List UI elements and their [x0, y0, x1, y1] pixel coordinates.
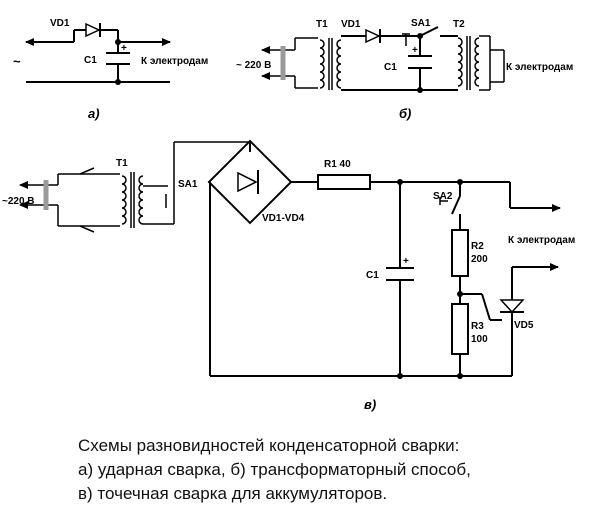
label-sa1-c: SA1 [178, 179, 198, 190]
label-out-b: К электродам [506, 62, 573, 73]
transformer-t1-b [319, 38, 342, 90]
diode-vd1-a [85, 22, 101, 38]
junction-dot [115, 79, 121, 85]
switch-sa2 [439, 195, 461, 215]
figure-caption: Схемы разновидностей конденсаторной свар… [78, 434, 578, 506]
junction-dot [457, 373, 463, 379]
label-supply-b: ~ 220 В [236, 60, 271, 71]
diode-vd1-b [365, 28, 381, 44]
label-sa2: SA2 [433, 191, 453, 202]
welding-schematics: VD1 C1 + ~ К электродам а) [2, 18, 575, 412]
junction-dot [457, 291, 463, 297]
transformer-t2-b [457, 36, 480, 90]
label-vd5: VD5 [514, 320, 534, 331]
junction-dot [397, 179, 403, 185]
wires-b-output [479, 35, 505, 91]
caption-c: в) [364, 397, 376, 412]
caption-line-3: в) точечная сварка для аккумуляторов. [78, 484, 388, 503]
plus-sign-c: + [403, 256, 409, 267]
wires-b [341, 35, 458, 91]
mains-switch [79, 167, 95, 175]
mains-input-c [19, 167, 120, 233]
label-vd1-b: VD1 [341, 19, 361, 30]
caption-line-2: а) ударная сварка, б) трансформаторный с… [78, 460, 471, 479]
label-t2-b: T2 [453, 19, 465, 30]
diagram-b: T1 VD1 SA1 T2 C1 + ~ 220 В К электродам … [236, 18, 573, 121]
wires-b-primary [261, 37, 318, 89]
junction-dot [417, 33, 423, 39]
value-r2: 200 [471, 254, 488, 265]
label-out-a: К электродам [141, 56, 208, 67]
value-r3: 100 [471, 334, 488, 345]
caption-a: а) [88, 106, 100, 121]
junction-dot [397, 373, 403, 379]
label-c1-a: C1 [84, 55, 97, 66]
label-r3: R3 [471, 321, 484, 332]
caption-b: б) [399, 106, 411, 121]
capacitor-c1-b [408, 55, 432, 69]
label-c1-b: C1 [384, 62, 397, 73]
switch-sa1-b [400, 26, 439, 46]
ac-symbol-a: ~ [13, 54, 21, 69]
diode-bridge-vd1-vd4 [207, 139, 293, 225]
label-t1-c: T1 [116, 158, 128, 169]
label-sa1-b: SA1 [411, 18, 431, 29]
plus-sign-a: + [121, 43, 127, 54]
caption-line-1: Схемы разновидностей конденсаторной свар… [78, 436, 460, 455]
label-bridge: VD1-VD4 [262, 213, 305, 224]
diagram-a: VD1 C1 + ~ К электродам а) [13, 18, 208, 121]
capacitor-c1-a [106, 52, 130, 65]
junction-dot [457, 179, 463, 185]
label-out-c: К электродам [508, 235, 575, 246]
capacitor-c1-c [386, 267, 414, 281]
thyristor-vd5 [499, 299, 525, 314]
switch-sa1-c [143, 141, 250, 225]
label-c1-c: C1 [366, 270, 379, 281]
wires-c [209, 142, 561, 377]
label-vd1-a: VD1 [50, 18, 70, 29]
label-supply-c: ~220 В [2, 196, 35, 207]
diagram-c: T1 SA1 ~220 В VD1-VD4 R1 40 C1 + SA2 R2 … [2, 139, 575, 412]
junction-dot [417, 87, 423, 93]
transformer-t1-c [121, 172, 168, 228]
label-r2: R2 [471, 241, 484, 252]
resistor-r2 [451, 229, 469, 277]
junction-dot [115, 39, 121, 45]
resistor-r1 [317, 174, 371, 190]
label-r1: R1 40 [324, 159, 351, 170]
resistor-r3 [451, 303, 469, 355]
plus-sign-b: + [412, 45, 418, 56]
wires-a [25, 29, 171, 83]
label-t1-b: T1 [316, 19, 328, 30]
